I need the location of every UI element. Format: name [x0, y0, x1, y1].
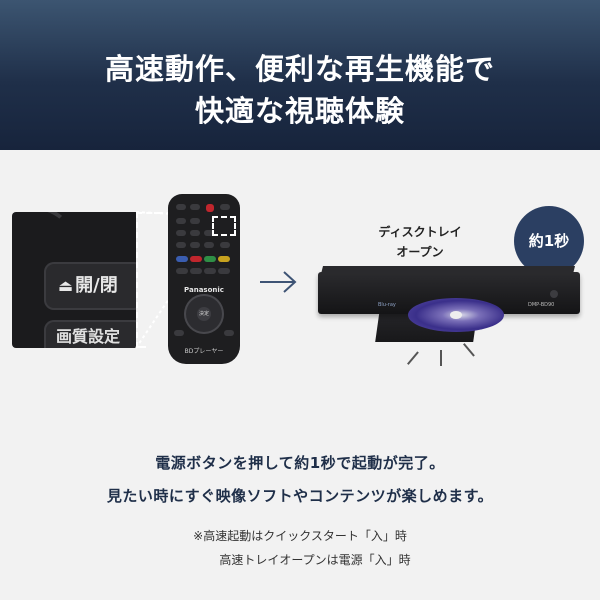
remote-dpad: 決定	[184, 294, 224, 334]
eject-icon: ⏏	[58, 276, 74, 295]
remote-key	[204, 230, 214, 236]
remote-model-label: BDプレーヤー	[184, 348, 224, 355]
remote-key	[174, 330, 184, 336]
remote-key	[190, 230, 200, 236]
motion-line	[407, 351, 419, 365]
green-key	[204, 256, 216, 262]
blue-key	[176, 256, 188, 262]
remote-key	[176, 204, 186, 210]
picture-setting-button: 画質設定	[44, 320, 136, 348]
tray-open-label-line2: オープン	[396, 245, 444, 259]
disc-icon	[408, 298, 504, 332]
power-key	[206, 204, 214, 212]
remote-brand: Panasonic	[184, 286, 224, 294]
remote-key	[176, 268, 188, 274]
player-model: DMP-BD90	[528, 302, 555, 308]
remote-key	[220, 242, 230, 248]
hero-banner: 高速動作、便利な再生機能で 快適な視聴体験	[0, 0, 600, 150]
remote-key	[218, 268, 230, 274]
remote-key	[190, 242, 200, 248]
remote-zoom-panel: ⏏開/閉 画質設定	[12, 212, 136, 348]
remote-key	[176, 242, 186, 248]
ok-key: 決定	[197, 307, 211, 321]
remote-key	[204, 242, 214, 248]
remote-key	[176, 218, 186, 224]
hero-title-line2: 快適な視聴体験	[194, 94, 405, 128]
open-close-label: 開/閉	[75, 275, 118, 296]
picture-setting-label: 画質設定	[56, 327, 121, 346]
open-close-key-highlight	[212, 216, 236, 236]
remote-key	[190, 204, 200, 210]
remote-key	[204, 268, 216, 274]
hero-title-line1: 高速動作、便利な再生機能で	[104, 52, 495, 86]
remote-key	[190, 218, 200, 224]
footnote-line1: ※高速起動はクイックスタート「入」時	[193, 529, 407, 543]
callout-line-left	[136, 212, 138, 348]
description-line1: 電源ボタンを押して約1秒で起動が完了。	[155, 454, 445, 472]
remote-key	[224, 330, 234, 336]
remote-control: Panasonic 決定 BDプレーヤー	[168, 194, 240, 364]
player-top	[321, 266, 575, 274]
callout-line-bottom	[136, 346, 146, 348]
bluray-logo: Blu-ray	[378, 302, 396, 308]
yellow-key	[218, 256, 230, 262]
footnote-line2: 高速トレイオープンは電源「入」時	[219, 553, 411, 567]
description-line2: 見たい時にすぐ映像ソフトやコンテンツが楽しめます。	[106, 487, 494, 505]
motion-line	[440, 350, 442, 366]
tray-open-label-line1: ディスクトレイ	[378, 225, 462, 239]
one-second-badge: 約1秒	[514, 206, 584, 276]
remote-key	[220, 204, 230, 210]
remote-key	[190, 268, 202, 274]
motion-line	[463, 343, 475, 357]
arrow-right-icon	[260, 271, 297, 293]
power-button-icon	[550, 290, 558, 298]
remote-key	[176, 230, 186, 236]
tray-open-label: ディスクトレイ オープン	[360, 222, 480, 262]
red-key	[190, 256, 202, 262]
open-close-button: ⏏開/閉	[44, 262, 136, 310]
